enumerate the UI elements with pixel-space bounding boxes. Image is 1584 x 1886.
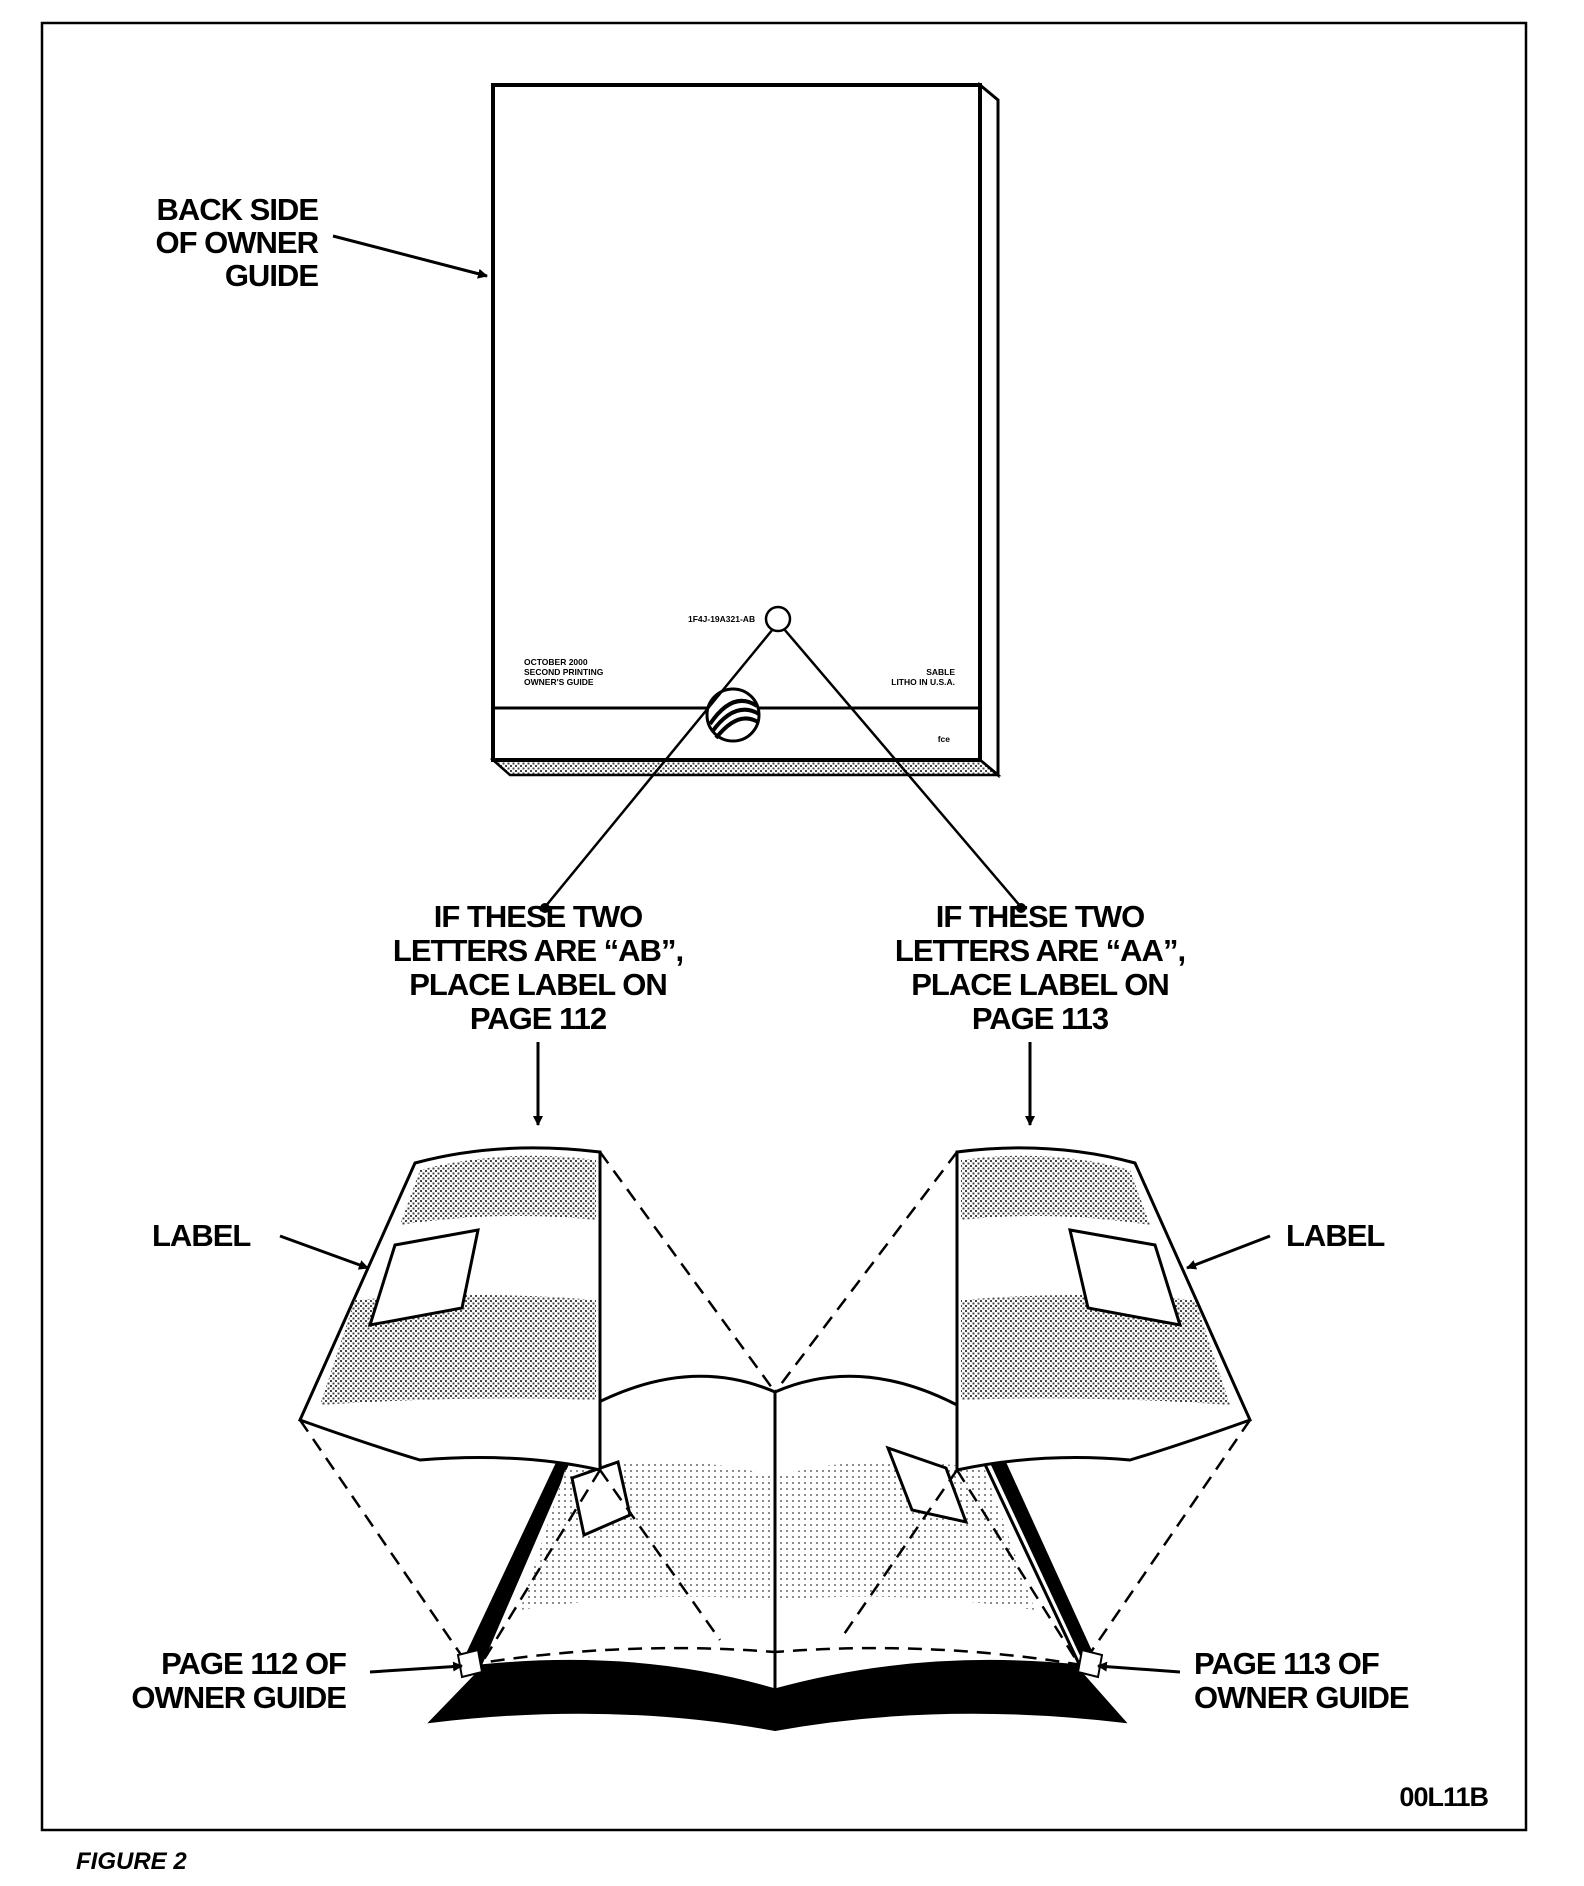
callout-ab-line-1: IF THESE TWO bbox=[434, 899, 642, 934]
back-side-arrow bbox=[332, 234, 488, 279]
guide-cover bbox=[491, 83, 982, 762]
page-right-line-1: PAGE 113 OF bbox=[1194, 1646, 1379, 1681]
callout-ab: IF THESE TWO LETTERS ARE “AB”, PLACE LAB… bbox=[393, 899, 684, 1036]
book-left-inner-label bbox=[570, 1460, 632, 1538]
owner-guide-back-cover: 1F4J-19A321-AB OCTOBER 2000 SECOND PRINT… bbox=[489, 81, 1002, 779]
callout-aa-line-2: LETTERS ARE “AA”, bbox=[895, 933, 1185, 968]
callout-ab-line-4: PAGE 112 bbox=[470, 1001, 606, 1036]
back-side-label-line-3: GUIDE bbox=[225, 258, 319, 293]
target-mark-left bbox=[456, 1648, 484, 1679]
lifted-page-left-shading-bottom bbox=[320, 1295, 596, 1405]
open-book bbox=[297, 1146, 1253, 1732]
leader-line-ab bbox=[544, 628, 774, 908]
callout-ab-line-3: PLACE LABEL ON bbox=[409, 967, 667, 1002]
cover-left-text-1: OCTOBER 2000 bbox=[524, 657, 588, 667]
cover-corner-mark: fce bbox=[938, 734, 951, 744]
label-right-arrow bbox=[1186, 1234, 1271, 1270]
page-right-arrow bbox=[1097, 1661, 1181, 1674]
cover-left-text-2: SECOND PRINTING bbox=[524, 667, 604, 677]
part-suffix-circle bbox=[764, 605, 792, 633]
book-right-page-shading bbox=[780, 1461, 1035, 1610]
book-right-edge bbox=[970, 1418, 1098, 1664]
target-mark-right bbox=[1076, 1648, 1104, 1679]
page-left-arrow bbox=[369, 1661, 463, 1674]
brand-logo bbox=[705, 687, 761, 743]
callout-aa: IF THESE TWO LETTERS ARE “AA”, PLACE LAB… bbox=[895, 899, 1186, 1036]
page-left-callout: PAGE 112 OF OWNER GUIDE bbox=[131, 1646, 347, 1715]
cover-left-text-3: OWNER'S GUIDE bbox=[524, 677, 594, 687]
lifted-page-right-label bbox=[1068, 1228, 1183, 1327]
figure-frame bbox=[40, 21, 1528, 1832]
lifted-page-left-label bbox=[367, 1228, 480, 1327]
callout-aa-line-1: IF THESE TWO bbox=[936, 899, 1144, 934]
guide-bottom-edge bbox=[489, 758, 1002, 777]
back-side-label-line-2: OF OWNER bbox=[156, 225, 319, 260]
lifted-page-right-shading-top bbox=[961, 1155, 1150, 1225]
callout-ab-line-2: LETTERS ARE “AB”, bbox=[393, 933, 683, 968]
label-left-text: LABEL bbox=[152, 1218, 250, 1253]
callout-aa-line-3: PLACE LABEL ON bbox=[911, 967, 1169, 1002]
figure-caption: FIGURE 2 bbox=[76, 1848, 187, 1875]
cover-right-text-2: LITHO IN U.S.A. bbox=[891, 677, 955, 687]
leader-line-aa bbox=[783, 628, 1022, 908]
page-left-line-2: OWNER GUIDE bbox=[131, 1680, 346, 1715]
cover-part-number: 1F4J-19A321-AB bbox=[688, 614, 755, 624]
leader-dot-ab bbox=[540, 903, 550, 913]
leader-dot-aa bbox=[1016, 903, 1026, 913]
page-projection-lines bbox=[298, 1151, 1252, 1667]
label-left-arrow bbox=[279, 1234, 369, 1270]
book-right-inner-label bbox=[885, 1445, 969, 1525]
back-side-label: BACK SIDE OF OWNER GUIDE bbox=[156, 192, 320, 293]
page-left-line-1: PAGE 112 OF bbox=[161, 1646, 346, 1681]
callout-aa-line-4: PAGE 113 bbox=[972, 1001, 1109, 1036]
guide-spine-edge bbox=[978, 81, 1000, 779]
back-side-label-line-1: BACK SIDE bbox=[156, 192, 318, 227]
lifted-page-left-shading-top bbox=[400, 1155, 596, 1225]
lifted-page-right-shading-bottom bbox=[961, 1295, 1230, 1405]
label-right-text: LABEL bbox=[1286, 1218, 1384, 1253]
figure-code: 00L11B bbox=[1399, 1782, 1488, 1812]
cover-right-text-1: SABLE bbox=[926, 667, 955, 677]
page-right-callout: PAGE 113 OF OWNER GUIDE bbox=[1194, 1646, 1410, 1715]
page-right-line-2: OWNER GUIDE bbox=[1194, 1680, 1409, 1715]
